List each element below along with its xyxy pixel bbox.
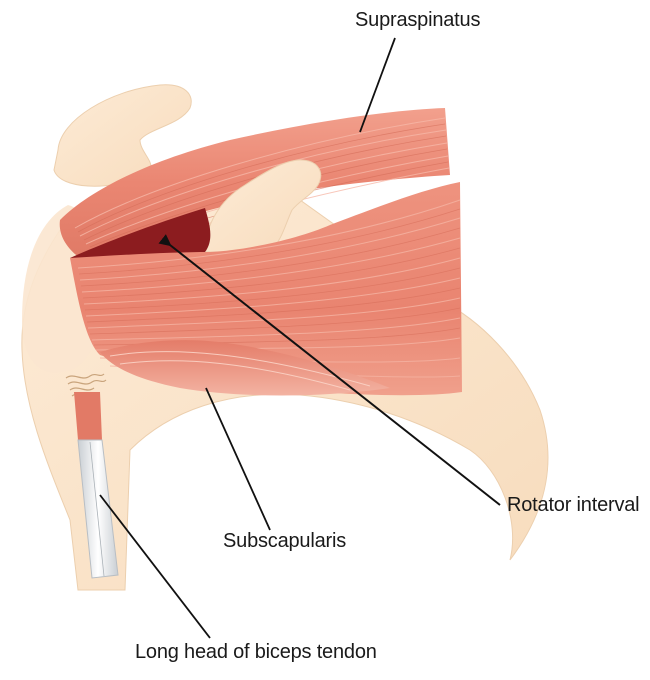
subscapularis-leader-line [205, 387, 271, 531]
supraspinatus-leader-line [359, 37, 396, 133]
biceps-tendon-muscle [74, 392, 102, 440]
rotator-interval-gap [70, 208, 211, 258]
rotator-interval-leader-line [158, 234, 501, 506]
subscapularis-label: Subscapularis [223, 530, 347, 552]
biceps-tendon [77, 439, 119, 579]
biceps-tendon-origin [65, 373, 107, 397]
supraspinatus-label: Supraspinatus [355, 9, 481, 31]
biceps-tendon-label: Long head of biceps tendon [135, 641, 377, 663]
biceps-leader-line [99, 494, 211, 639]
rotator-interval-label: Rotator interval [507, 494, 640, 516]
coracoid-process [204, 159, 322, 253]
